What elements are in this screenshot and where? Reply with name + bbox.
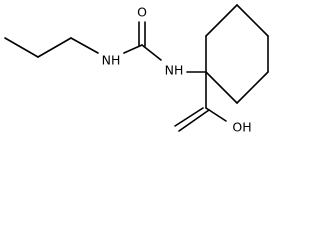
bond-urea-c-to-nh-right xyxy=(141,44,162,61)
atom-label-carbonyl-o: O xyxy=(137,5,147,20)
bond-carboxyl-co-b xyxy=(178,109,210,132)
ring-bond-2 xyxy=(205,4,238,37)
chemical-structure-diagram: O NH NH OH xyxy=(4,4,269,135)
atom-label-nh-right: NH xyxy=(165,63,184,78)
bond-carboxyl-co-a xyxy=(174,107,204,127)
ring-bond-6 xyxy=(205,71,238,104)
atom-label-nh-left: NH xyxy=(102,53,121,68)
ring-bond-3 xyxy=(236,4,269,37)
atom-label-hydroxyl: OH xyxy=(232,120,251,135)
bond-propyl-3 xyxy=(70,37,99,54)
bond-carboxyl-oh xyxy=(205,107,227,122)
ring-bond-5 xyxy=(236,71,269,104)
bond-propyl-1 xyxy=(4,37,39,58)
bond-propyl-2 xyxy=(37,37,72,58)
